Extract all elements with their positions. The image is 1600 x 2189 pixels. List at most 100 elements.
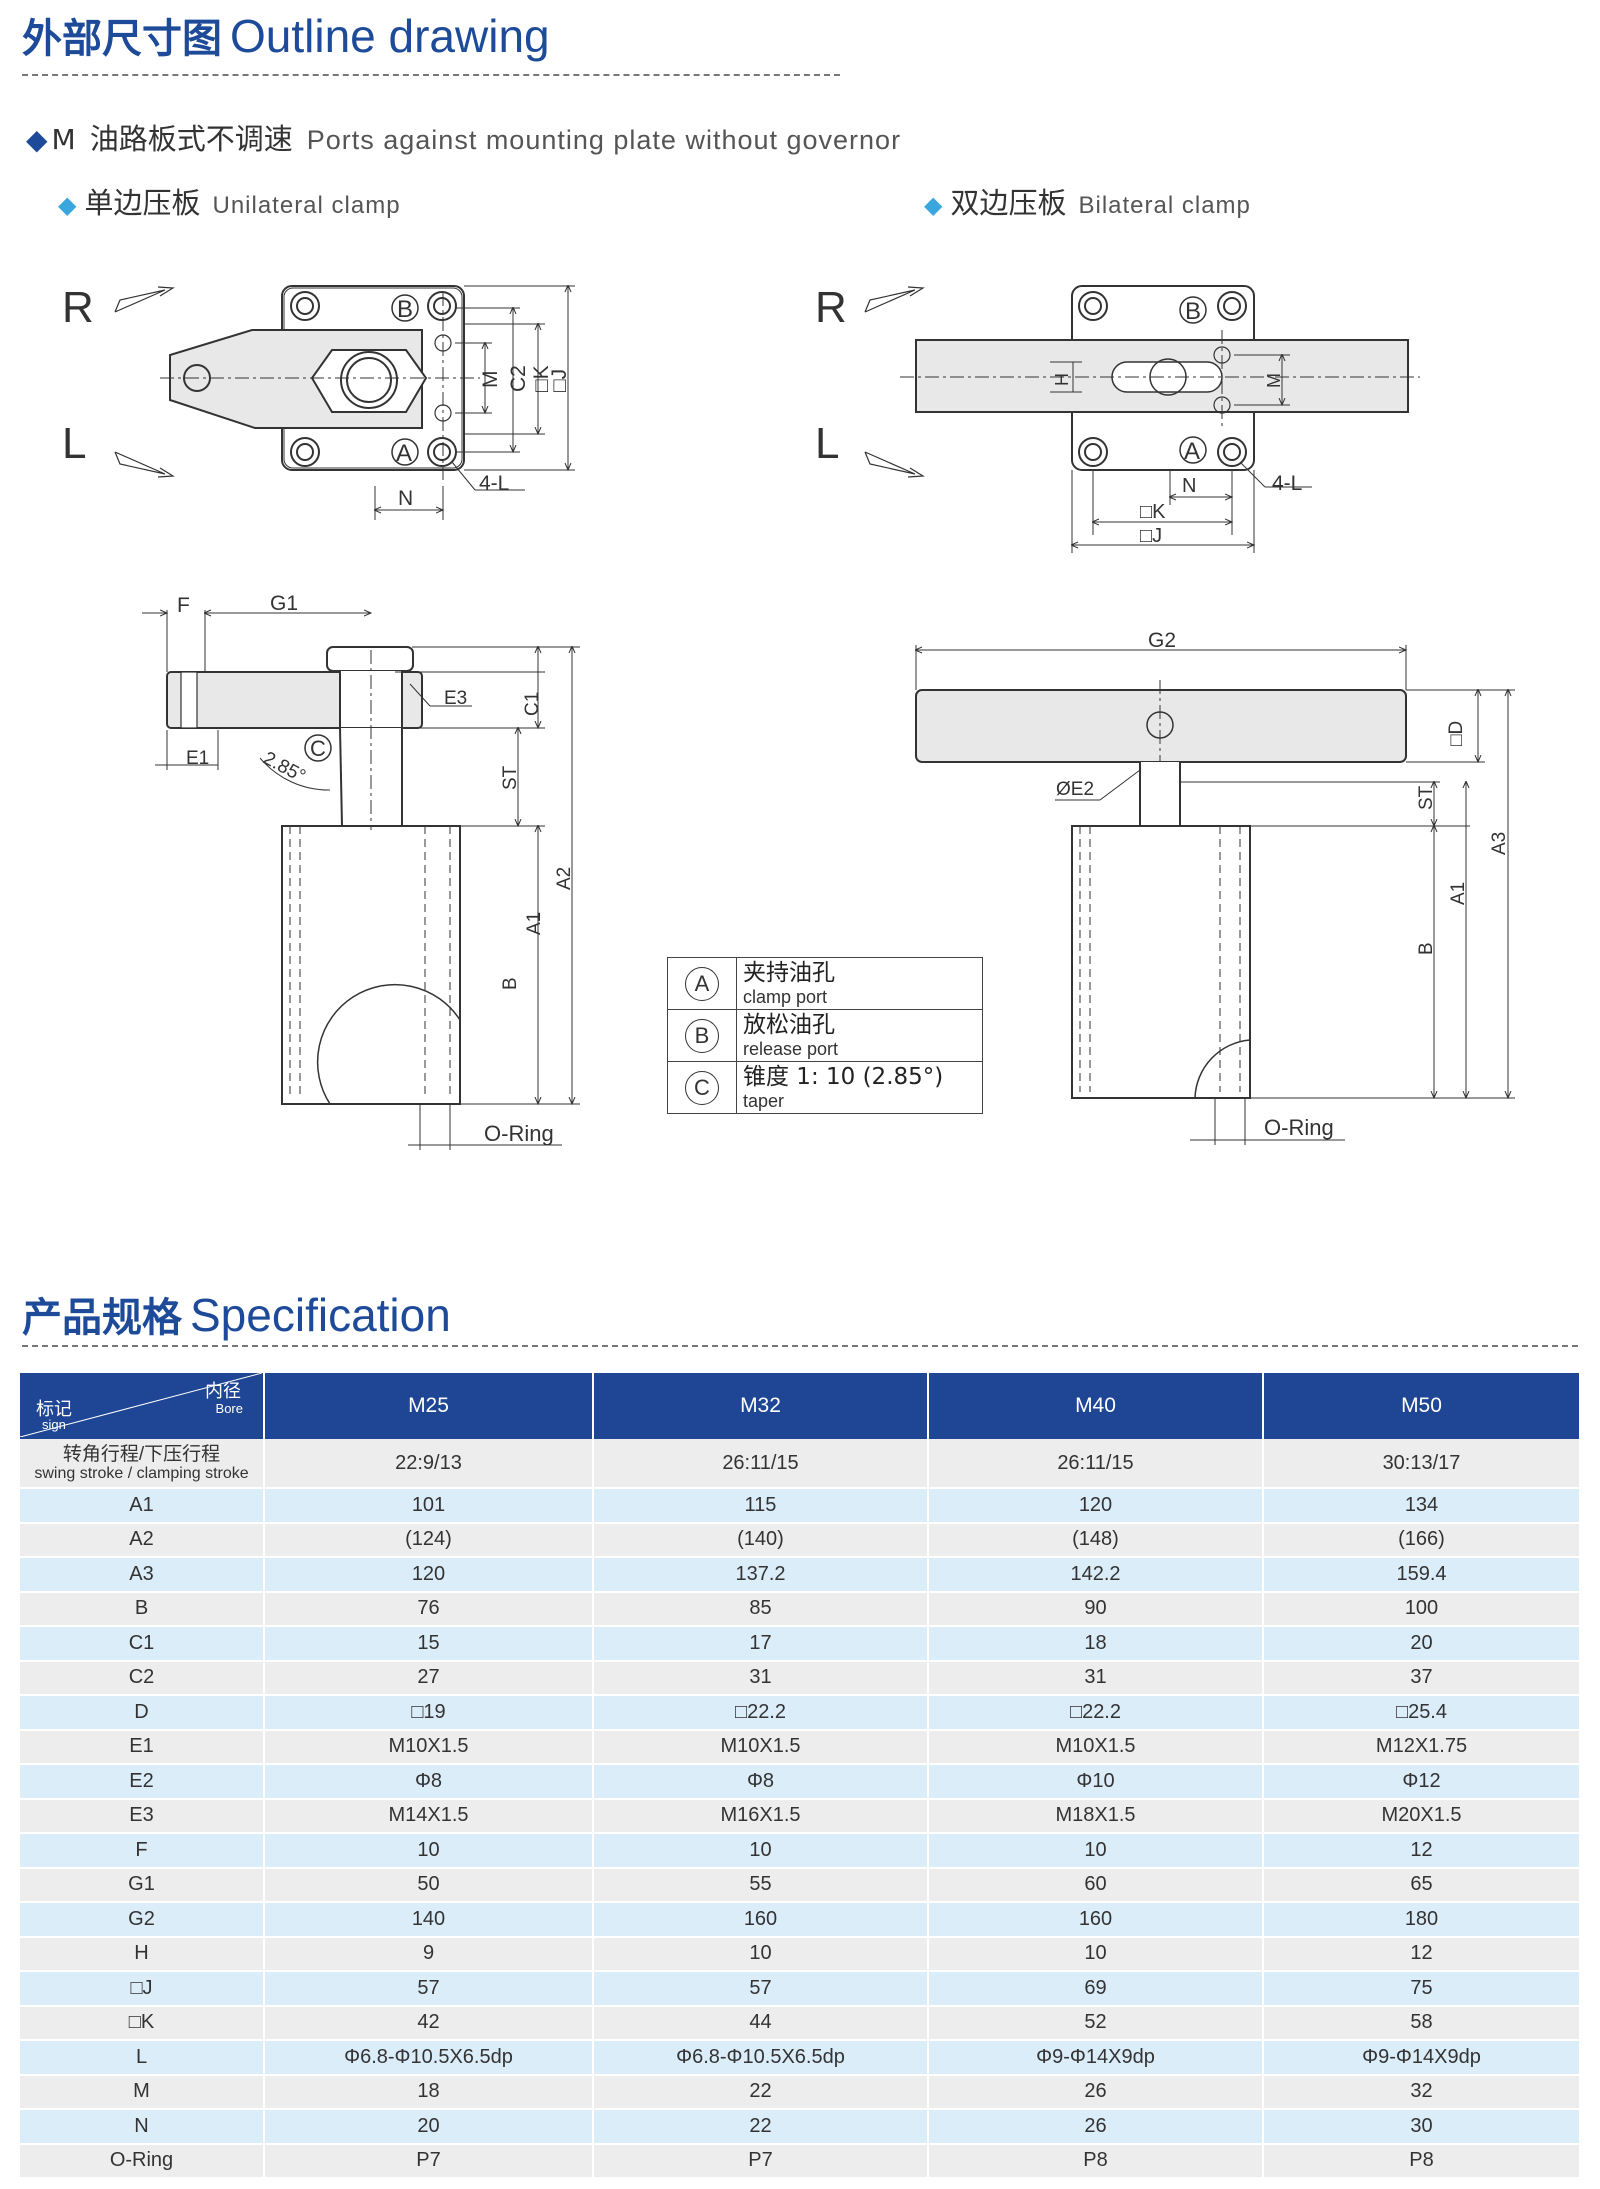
legend-row: C 锥度 1: 10 (2.85°)taper [667,1061,983,1114]
cell: 44 [593,2005,929,2041]
cell: M14X1.5 [264,1798,594,1834]
legend-symbol: B [685,1018,719,1053]
spec-divider [22,1345,1578,1347]
cell: M20X1.5 [1263,1798,1581,1834]
cell: 26:11/15 [928,1439,1264,1489]
table-row: D□19□22.2□22.2□25.4 [20,1695,1581,1731]
cell: 10 [928,1833,1264,1869]
cell: 17 [593,1626,929,1662]
svg-text:B: B [397,296,413,323]
cell: □19 [264,1695,594,1731]
clamp-bar-side [915,689,1407,763]
svg-text:M: M [1264,373,1284,388]
cell: 18 [928,1626,1264,1662]
cell: Φ6.8-Φ10.5X6.5dp [593,2040,929,2076]
svg-text:E1: E1 [186,748,209,769]
row-sign: H [20,1936,265,1972]
cell: P8 [928,2143,1264,2179]
cell: P8 [1263,2143,1581,2179]
bilateral-side-view: G2 ØE2 □D ST B A1 A3 O-Ring [915,629,1515,1145]
cell: 134 [1263,1488,1581,1524]
unilateral-zh: 单边压板 [84,186,201,220]
cell: 15 [264,1626,594,1662]
cell: 100 [1263,1591,1581,1627]
nut-side [326,646,414,672]
svg-text:O-Ring: O-Ring [484,1121,554,1146]
model-zh: 油路板式不调速 [89,122,293,156]
svg-text:ØE2: ØE2 [1056,779,1094,800]
cell: 26:11/15 [593,1439,929,1489]
cell: M16X1.5 [593,1798,929,1834]
model-header: M50 [1263,1373,1581,1439]
cell: 137.2 [593,1557,929,1593]
cell: 60 [928,1867,1264,1903]
cell: Φ6.8-Φ10.5X6.5dp [264,2040,594,2076]
bore-en: Bore [215,1401,243,1416]
cell: 30 [1263,2109,1581,2145]
cell: P7 [264,2143,594,2179]
cell: (124) [264,1522,594,1558]
sign-en: sign [42,1417,66,1432]
spec-table: 标记 sign 内径 Bore M25 M32 M40 M50 转角行程/下压行… [20,1373,1581,2179]
spec-title-en: Specification [190,1289,451,1341]
cell: Φ9-Φ14X9dp [1263,2040,1581,2076]
svg-text:ST: ST [500,765,521,790]
svg-text:A: A [1184,438,1200,465]
legend-zh: 锥度 1: 10 (2.85°) [743,1064,944,1090]
cell: 31 [593,1660,929,1696]
title-divider [22,74,840,76]
cell: 37 [1263,1660,1581,1696]
svg-text:N: N [398,487,413,510]
row-sign: D [20,1695,265,1731]
outline-title-zh: 外部尺寸图 [22,16,222,62]
cell: 90 [928,1591,1264,1627]
legend-symbol: C [685,1070,719,1105]
cell: 160 [928,1902,1264,1938]
svg-text:A2: A2 [554,867,575,890]
cell: 31 [928,1660,1264,1696]
diamond-icon: ◆ [26,123,48,156]
row-sign: N [20,2109,265,2145]
svg-text:C1: C1 [522,692,543,716]
spec-title-zh: 产品规格 [22,1295,182,1341]
cell: 22 [593,2074,929,2110]
svg-text:C2: C2 [507,365,530,392]
svg-text:M: M [479,371,502,389]
cell: 10 [264,1833,594,1869]
legend-en: taper [743,1091,785,1111]
cell: M10X1.5 [928,1729,1264,1765]
row-sign: O-Ring [20,2143,265,2179]
legend-zh: 放松油孔 [743,1012,835,1038]
label-L: L [62,419,86,468]
row-sign: A3 [20,1557,265,1593]
row-sign: □J [20,1971,265,2007]
unilateral-top-view: R L B A [62,283,575,520]
cell: Φ8 [593,1764,929,1800]
diamond-icon: ◆ [58,191,77,219]
diamond-icon: ◆ [924,191,943,219]
cell: (166) [1263,1522,1581,1558]
svg-text:C: C [310,736,326,761]
outline-drawing: R L B A [62,283,1515,1150]
cell: 160 [593,1902,929,1938]
cell: 120 [928,1488,1264,1524]
model-header: M40 [928,1373,1264,1439]
model-header: M25 [264,1373,594,1439]
svg-text:L: L [815,419,839,468]
svg-text:H: H [1052,373,1072,386]
cell: 50 [264,1867,594,1903]
